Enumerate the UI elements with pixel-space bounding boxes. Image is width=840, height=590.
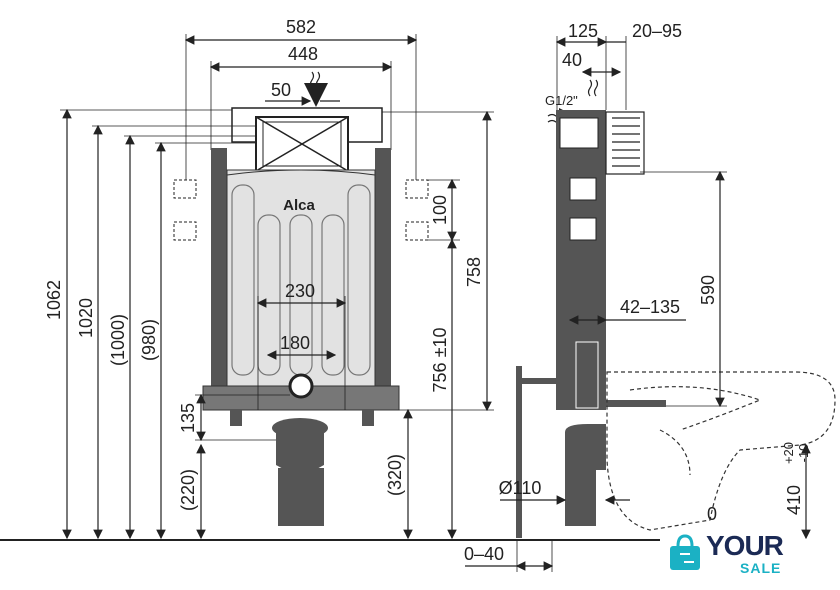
depth-125-label: 125 [568, 21, 598, 41]
height-980-label: (980) [139, 319, 159, 361]
depth-40-label: 40 [562, 50, 582, 70]
watermark-sale: SALE [740, 560, 782, 576]
height-1020-label: 1020 [76, 298, 96, 338]
watermark-your: YOUR [706, 530, 784, 561]
floor-offset-label: 0–40 [464, 544, 504, 564]
height-320-label: (320) [385, 454, 405, 496]
height-135-label: 135 [178, 403, 198, 433]
zero-mark-label: 0 [707, 504, 717, 524]
height-1062-label: 1062 [44, 280, 64, 320]
height-220-label: (220) [178, 469, 198, 511]
height-1000-label: (1000) [108, 314, 128, 366]
width-582-label: 582 [286, 17, 316, 37]
bowl-height-label: 410 [784, 485, 804, 515]
height-100-label: 100 [430, 195, 450, 225]
height-758-label: 758 [464, 257, 484, 287]
height-590-label: 590 [698, 275, 718, 305]
flush-offset-label: 50 [271, 80, 291, 100]
your-sale-watermark: YOUR SALE [664, 528, 804, 580]
depth-42-135-label: 42–135 [620, 297, 680, 317]
front-view: 582 448 50 Alca [44, 17, 494, 540]
shopping-bag-icon [670, 534, 700, 570]
height-756-label: 756 ±10 [430, 328, 450, 393]
pipe-thread-label: G1/2" [545, 93, 578, 108]
pipe-diameter-label: Ø110 [499, 478, 542, 498]
alca-logo: Alca [283, 197, 315, 214]
width-180-label: 180 [280, 333, 310, 353]
width-448-label: 448 [288, 44, 318, 64]
bowl-tol-minus-label: -10 [796, 444, 811, 463]
width-230-label: 230 [285, 281, 315, 301]
depth-20-95-label: 20–95 [632, 21, 682, 41]
side-view: 125 20–95 40 G1/2" [464, 21, 836, 572]
bowl-tol-plus-label: +20 [781, 442, 796, 464]
